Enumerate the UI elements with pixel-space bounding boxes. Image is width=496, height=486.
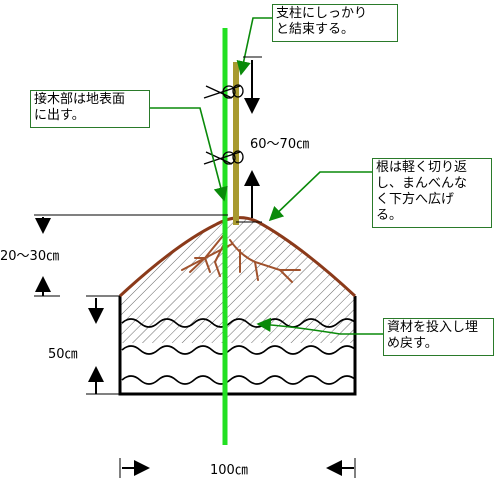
graft-callout: 接木部は地表面 に出す。 [30,90,150,128]
roots-callout: 根は軽く切り返 し、まんべんな く下方へ広げ る。 [372,158,492,228]
tie-knot-upper [203,84,244,99]
soil-wave-3 [121,375,357,385]
mound-height-label: 20～30㎝ [0,249,59,264]
pit-width-dimension [119,458,356,478]
stake-height-dimension [236,56,262,223]
graft-pointer [150,107,228,202]
tie-callout: 支柱にしっかり と結束する。 [272,4,398,42]
soil-wave-1 [121,318,357,328]
backfill-pointer [256,317,383,335]
pit-depth-label: 50㎝ [48,347,78,362]
tie-knot-lower [203,150,244,165]
stake-height-label: 60～70㎝ [250,137,309,152]
mound-soil-line [118,216,357,298]
soil-wave-2 [121,345,357,355]
tie-pointer [236,17,272,76]
mound-hatched-fill [120,217,355,296]
mound-height-dimension [34,214,228,297]
roots-pointer [268,171,372,222]
pit-outline [118,296,357,396]
pit-width-label: 100㎝ [210,463,248,478]
pit-depth-dimension [86,295,120,395]
backfill-callout: 資材を投入し埋 め戻す。 [383,318,494,356]
